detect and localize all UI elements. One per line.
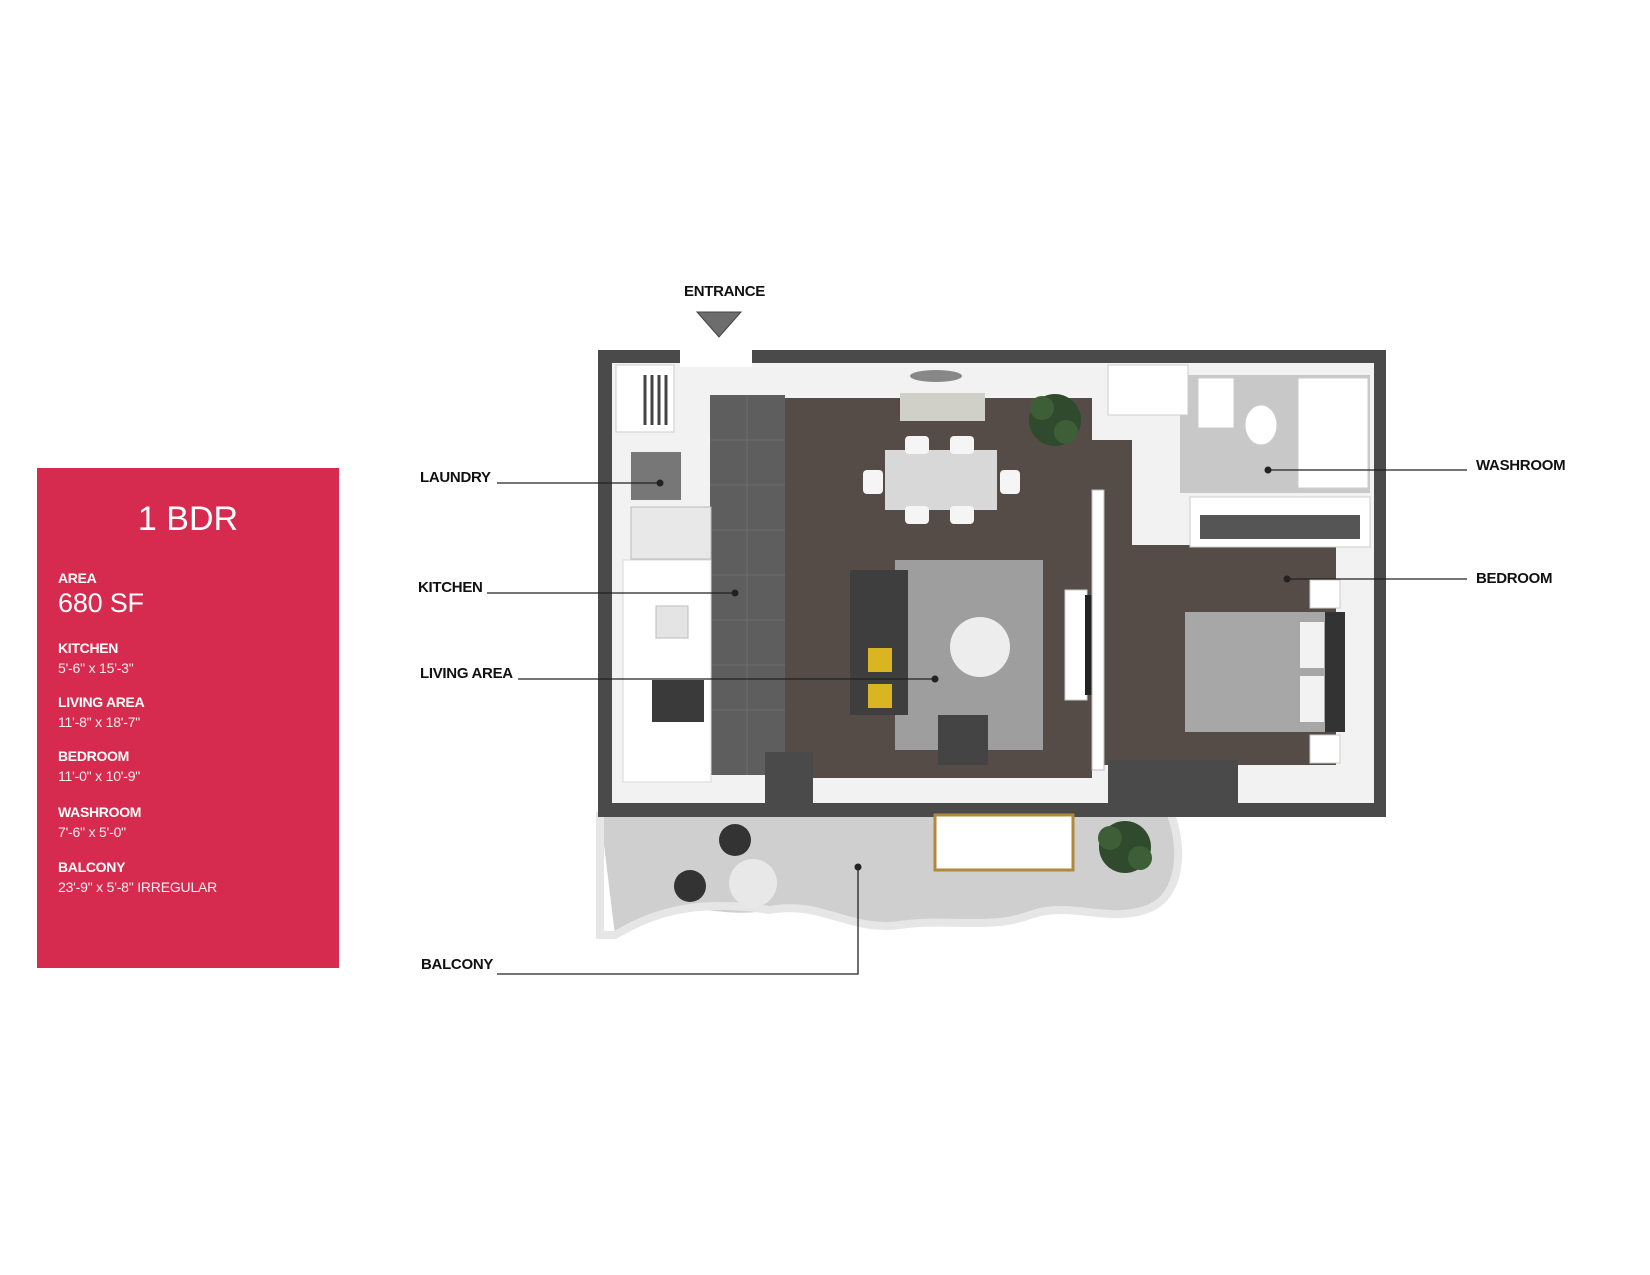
pillow	[1300, 622, 1324, 668]
kitchen-fridge	[630, 506, 712, 560]
spec-area: AREA 680 SF	[58, 570, 144, 619]
washroom-label: WASHROOM	[1476, 457, 1566, 474]
balcony-edge	[596, 810, 1183, 939]
entrance-label: ENTRANCE	[684, 283, 765, 300]
laundry-label: LAUNDRY	[420, 469, 491, 486]
interior-wall	[1091, 489, 1105, 771]
entrance-arrow-icon	[695, 311, 743, 338]
toilet	[1244, 404, 1278, 446]
kitchen-sink	[655, 605, 689, 639]
sideboard	[900, 393, 985, 421]
spec-label: LIVING AREA	[58, 694, 145, 710]
column	[765, 752, 813, 812]
cushion	[868, 648, 892, 672]
dining-table	[885, 450, 997, 510]
spec-bedroom: BEDROOM 11'-0" x 10'-9"	[58, 748, 140, 784]
tv	[1085, 595, 1093, 695]
vanity	[1197, 377, 1235, 429]
spec-value: 11'-8" x 18'-7"	[58, 714, 141, 730]
spec-label: BEDROOM	[58, 748, 130, 764]
balcony-leader	[497, 867, 859, 975]
bathtub	[1297, 377, 1369, 489]
balcony-chair	[674, 870, 706, 902]
spec-living-area: LIVING AREA 11'-8" x 18'-7"	[58, 694, 145, 730]
bedroom-label: BEDROOM	[1476, 570, 1553, 587]
balcony-sofa	[933, 813, 1075, 872]
spec-value: 7'-6" x 5'-0"	[58, 824, 126, 840]
spec-kitchen: KITCHEN 5'-6" x 15'-3"	[58, 640, 134, 676]
balcony-label: BALCONY	[421, 956, 494, 973]
balcony-table	[729, 859, 777, 907]
nightstand	[1309, 579, 1341, 609]
spec-label: WASHROOM	[58, 804, 142, 820]
nightstand	[1309, 734, 1341, 764]
spec-value: 11'-0" x 10'-9"	[58, 768, 141, 784]
entrance-gap	[680, 345, 752, 367]
spec-value: 23'-9" x 5'-8" IRREGULAR	[58, 879, 218, 895]
spec-label: BALCONY	[58, 859, 126, 875]
coffee-table	[950, 617, 1010, 677]
balcony-chair	[719, 824, 751, 856]
headboard	[1325, 612, 1345, 732]
spec-value: 680 SF	[58, 588, 144, 618]
ceiling-light	[910, 370, 962, 382]
tv-console	[1064, 589, 1088, 701]
spec-washroom: WASHROOM 7'-6" x 5'-0"	[58, 804, 141, 840]
pillow	[1300, 676, 1324, 722]
spec-balcony: BALCONY 23'-9" x 5'-8" IRREGULAR	[58, 859, 217, 895]
living-area-label: LIVING AREA	[420, 665, 513, 682]
cushion	[868, 684, 892, 708]
unit-info-card: 1 BDR AREA 680 SF KITCHEN 5'-6" x 15'-3"…	[37, 468, 339, 968]
kitchen-counter	[622, 559, 712, 783]
kitchen-stove	[652, 680, 704, 722]
armchair	[938, 715, 988, 765]
kitchen-label: KITCHEN	[418, 579, 483, 596]
column	[1108, 760, 1238, 815]
spec-label: KITCHEN	[58, 640, 119, 656]
spec-value: 5'-6" x 15'-3"	[58, 660, 134, 676]
unit-title: 1 BDR	[137, 500, 239, 538]
laundry-machine	[631, 452, 681, 500]
washroom-closet	[1107, 364, 1189, 416]
spec-label: AREA	[58, 570, 97, 586]
